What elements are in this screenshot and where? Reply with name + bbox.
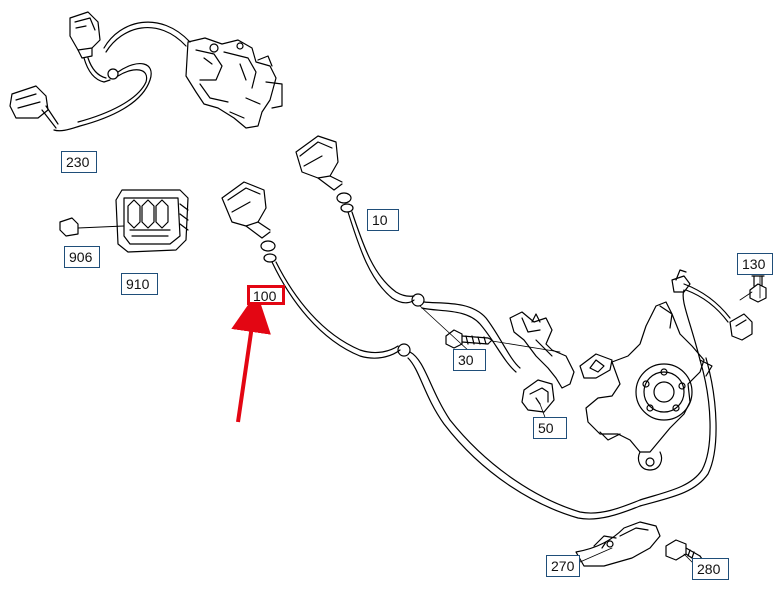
part-label-100[interactable]: 100 bbox=[247, 285, 285, 305]
part-label-130[interactable]: 130 bbox=[737, 253, 773, 275]
part-100-sensor-cable bbox=[221, 181, 717, 520]
part-270-bracket bbox=[575, 521, 661, 567]
part-910-switch-module bbox=[59, 189, 189, 253]
part-label-10[interactable]: 10 bbox=[367, 209, 399, 231]
part-label-906[interactable]: 906 bbox=[64, 246, 100, 268]
part-label-280[interactable]: 280 bbox=[692, 558, 729, 580]
part-130-bolt bbox=[671, 269, 767, 341]
part-label-30[interactable]: 30 bbox=[453, 349, 486, 371]
part-10-sensor-cable bbox=[295, 135, 521, 373]
cable-bracket bbox=[509, 311, 575, 389]
part-label-910[interactable]: 910 bbox=[121, 273, 158, 295]
leader-lines bbox=[419, 275, 761, 571]
highlight-arrow bbox=[231, 292, 271, 423]
part-label-50[interactable]: 50 bbox=[533, 417, 567, 439]
part-label-270[interactable]: 270 bbox=[546, 555, 580, 577]
wheel-knuckle bbox=[579, 301, 713, 471]
part-label-230[interactable]: 230 bbox=[61, 151, 97, 173]
part-30-bolt bbox=[445, 329, 561, 353]
part-230-harness bbox=[9, 11, 283, 132]
part-50-clip bbox=[521, 379, 555, 413]
